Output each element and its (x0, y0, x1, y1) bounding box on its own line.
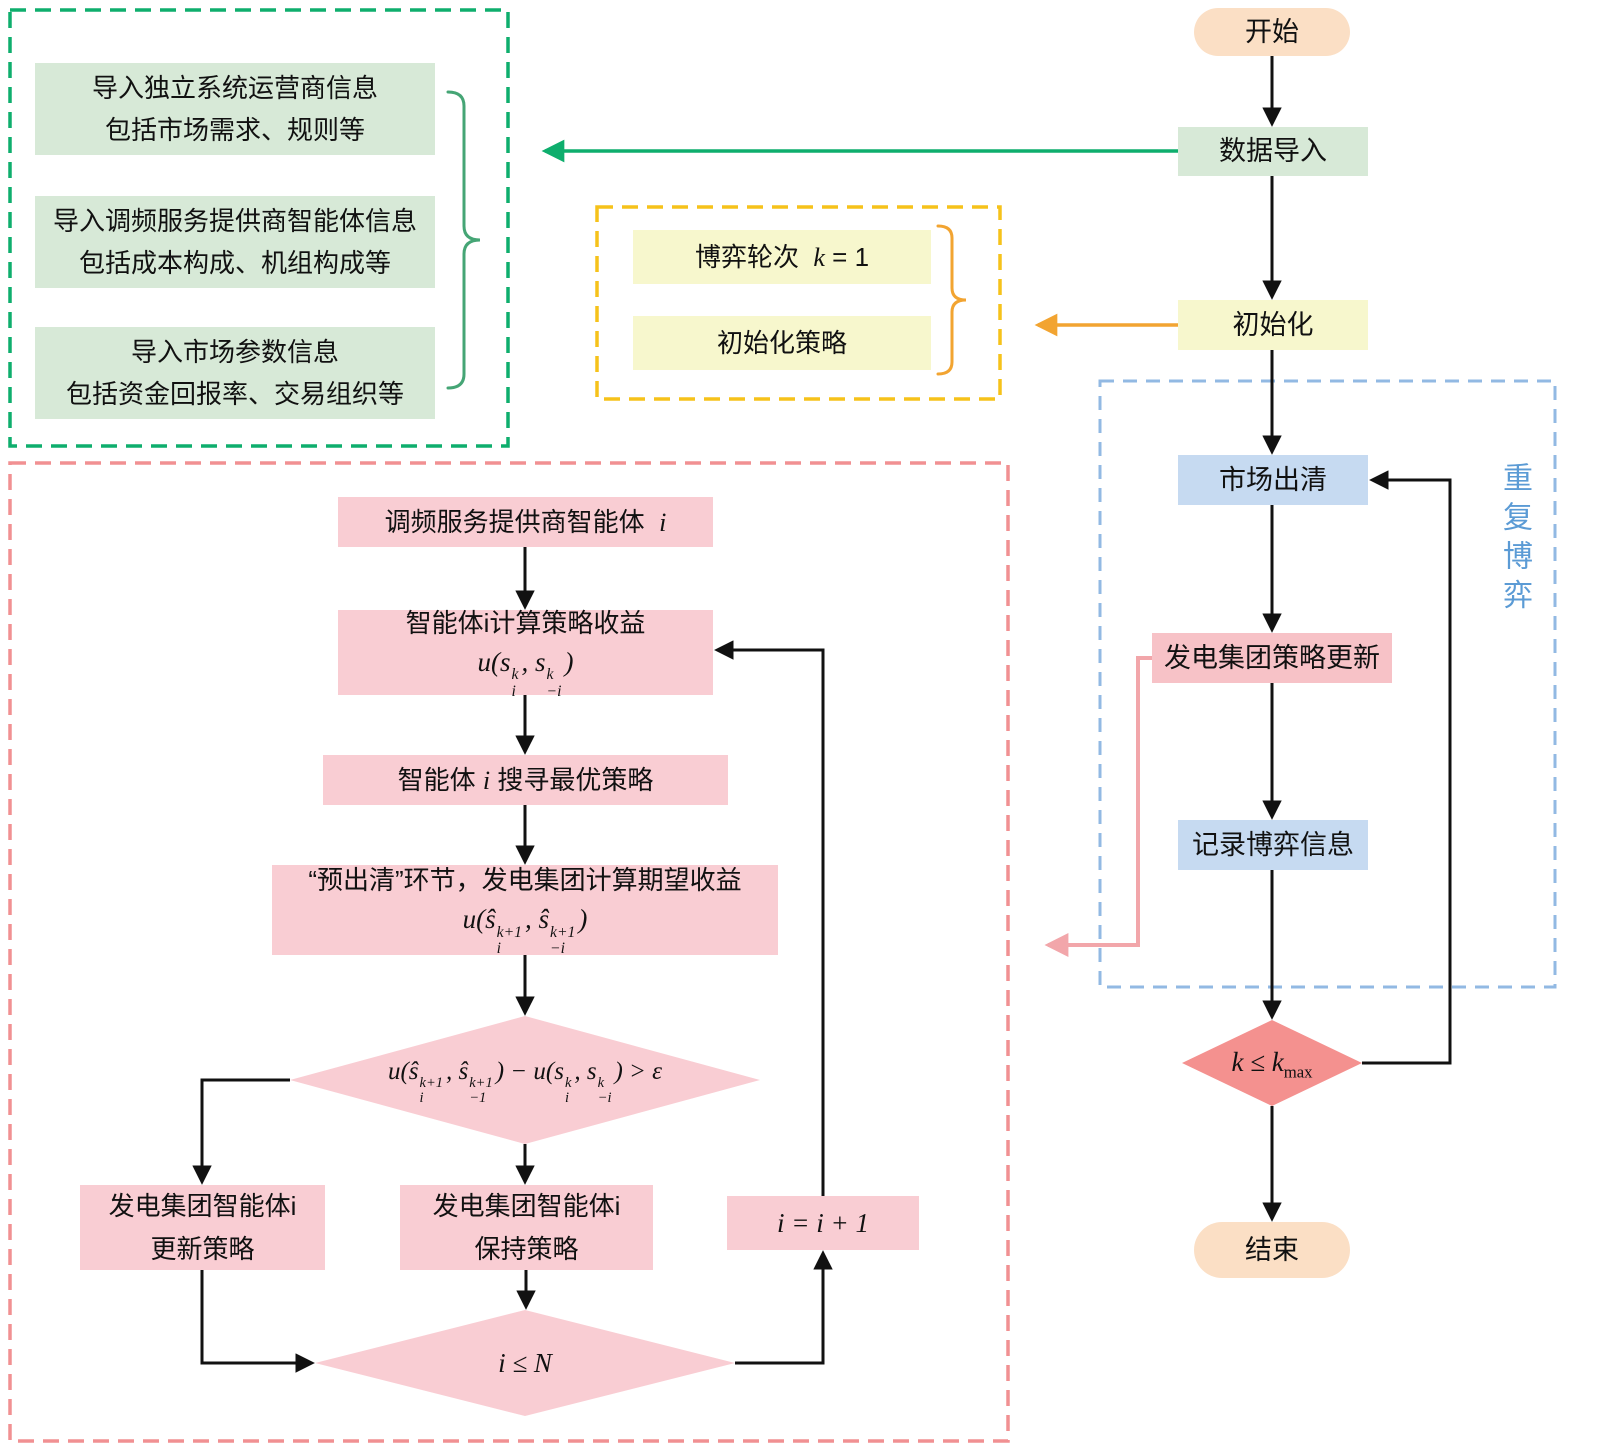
market-param-line1: 导入市场参数信息 (130, 336, 339, 367)
arrow-kcheck-loop-to-clearing (1362, 470, 1452, 1065)
provider-info-box: 导入调频服务提供商智能体信息 包括成本构成、机组构成等 (35, 196, 435, 288)
strategy-update-node: 发电集团策略更新 (1152, 633, 1392, 683)
start-node: 开始 (1194, 8, 1350, 56)
pink-arrow-update-feedback (1044, 656, 1152, 957)
flow-arrows (192, 56, 1452, 1373)
market-param-box: 导入市场参数信息 包括资金回报率、交易组织等 (35, 327, 435, 419)
update-strategy-line1: 发电集团智能体i (108, 1191, 297, 1222)
k-check-label: k ≤ kmax (1231, 1046, 1313, 1082)
keep-strategy-box: 发电集团智能体i 保持策略 (400, 1185, 653, 1270)
init-label: 初始化 (1232, 309, 1314, 340)
init-group-frame (595, 205, 1002, 401)
market-clearing-node: 市场出清 (1178, 455, 1368, 505)
repeat-game-label: 重复博弈 (1498, 462, 1531, 618)
agent-i-label: 调频服务提供商智能体 i (384, 506, 667, 537)
search-strategy-label: 智能体 i 搜寻最优策略 (397, 764, 654, 795)
calc-payoff-line1: 智能体i计算策略收益 (405, 607, 646, 638)
i-check-diamond: i ≤ N (315, 1310, 735, 1416)
import-group-frame (8, 8, 510, 448)
start-label: 开始 (1245, 16, 1299, 47)
iso-info-line2: 包括市场需求、规则等 (104, 115, 365, 145)
arrow-icheck-to-increment (735, 1250, 833, 1365)
update-strategy-box: 发电集团智能体i 更新策略 (80, 1185, 325, 1270)
increment-box: i = i + 1 (727, 1196, 919, 1250)
game-loop-frame (8, 461, 1010, 1443)
provider-info-line1: 导入调频服务提供商智能体信息 (52, 205, 417, 236)
arrow-decision-to-update-strategy (192, 1078, 290, 1185)
iso-info-line1: 导入独立系统运营商信息 (91, 72, 378, 103)
keep-strategy-line1: 发电集团智能体i (432, 1191, 621, 1222)
strategy-update-label: 发电集团策略更新 (1164, 642, 1380, 673)
search-strategy-box: 智能体 i 搜寻最优策略 (323, 755, 728, 805)
record-game-node: 记录博弈信息 (1178, 820, 1368, 870)
record-game-label: 记录博弈信息 (1192, 829, 1354, 860)
preclear-line1: “预出清”环节，发电集团计算期望收益 (308, 865, 742, 896)
data-import-node: 数据导入 (1178, 127, 1368, 176)
end-label: 结束 (1245, 1234, 1299, 1265)
agent-i-box: 调频服务提供商智能体 i (338, 497, 713, 547)
market-clearing-label: 市场出清 (1219, 464, 1327, 495)
arrow-increment-to-calc (714, 640, 825, 1196)
i-check-label: i ≤ N (498, 1347, 552, 1378)
data-import-label: 数据导入 (1219, 136, 1327, 167)
init-strategy-label: 初始化策略 (716, 327, 847, 358)
repeat-game-frame (1098, 379, 1557, 989)
game-round-box: 博弈轮次 k = 1 (633, 230, 931, 284)
update-strategy-line2: 更新策略 (150, 1233, 255, 1264)
end-node: 结束 (1194, 1222, 1350, 1278)
keep-strategy-line2: 保持策略 (474, 1233, 579, 1264)
init-node: 初始化 (1178, 300, 1368, 350)
increment-label: i = i + 1 (777, 1207, 869, 1238)
iso-info-box: 导入独立系统运营商信息 包括市场需求、规则等 (35, 63, 435, 155)
k-check-diamond: k ≤ kmax (1182, 1020, 1362, 1106)
provider-info-line2: 包括成本构成、机组构成等 (78, 248, 391, 278)
init-strategy-box: 初始化策略 (633, 316, 931, 370)
yellow-brace (936, 224, 967, 376)
game-round-label: 博弈轮次 k = 1 (694, 241, 870, 272)
arrow-update-strategy-to-icheck (200, 1270, 315, 1373)
green-brace (446, 90, 481, 390)
market-param-line2: 包括资金回报率、交易组织等 (65, 379, 404, 409)
